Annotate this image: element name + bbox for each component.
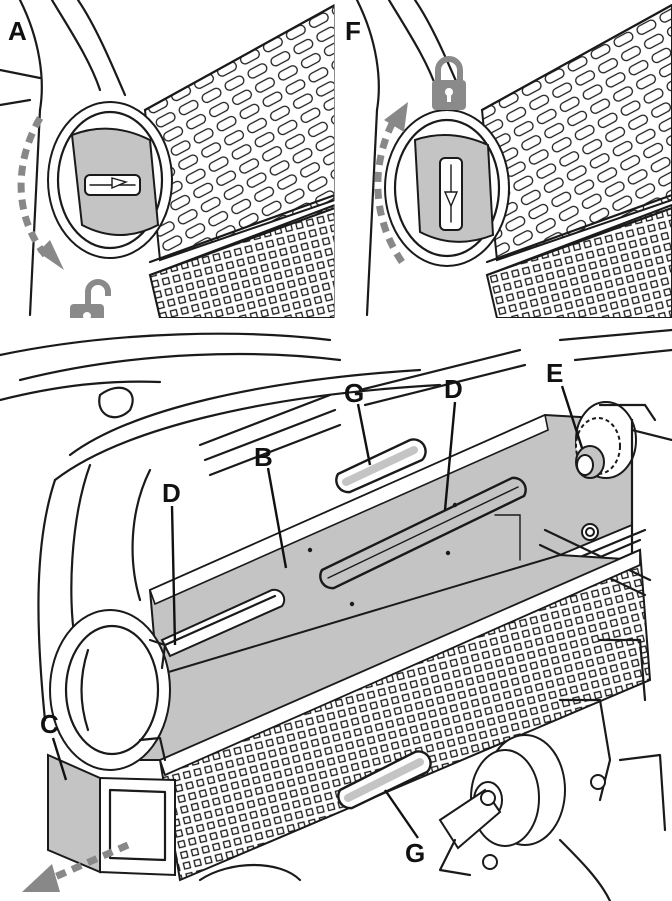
wheel-assembly [438,734,566,877]
end-cap [47,753,101,874]
rotation-arrow-down [17,116,51,261]
pull-out-arrow [46,841,130,884]
panel-label-f: F [345,16,361,46]
unlock-icon [70,279,111,318]
callout-b: B [254,442,273,472]
callout-c: C [40,709,59,739]
callout-e: E [546,358,563,388]
main-panel [0,328,672,901]
leader-lines [51,385,584,839]
drive-gear [575,401,637,479]
callout-g-bottom: G [405,838,425,868]
panel-f [355,0,672,318]
rotation-arrow-up [374,116,405,264]
mesh-panel [148,203,335,318]
panel-a [0,0,335,318]
callout-g-top: G [344,378,364,408]
panel-label-a: A [8,16,27,46]
callout-d-left: D [162,478,181,508]
mesh-panel [485,203,672,318]
callout-d-right: D [444,374,463,404]
lock-icon [432,56,466,110]
